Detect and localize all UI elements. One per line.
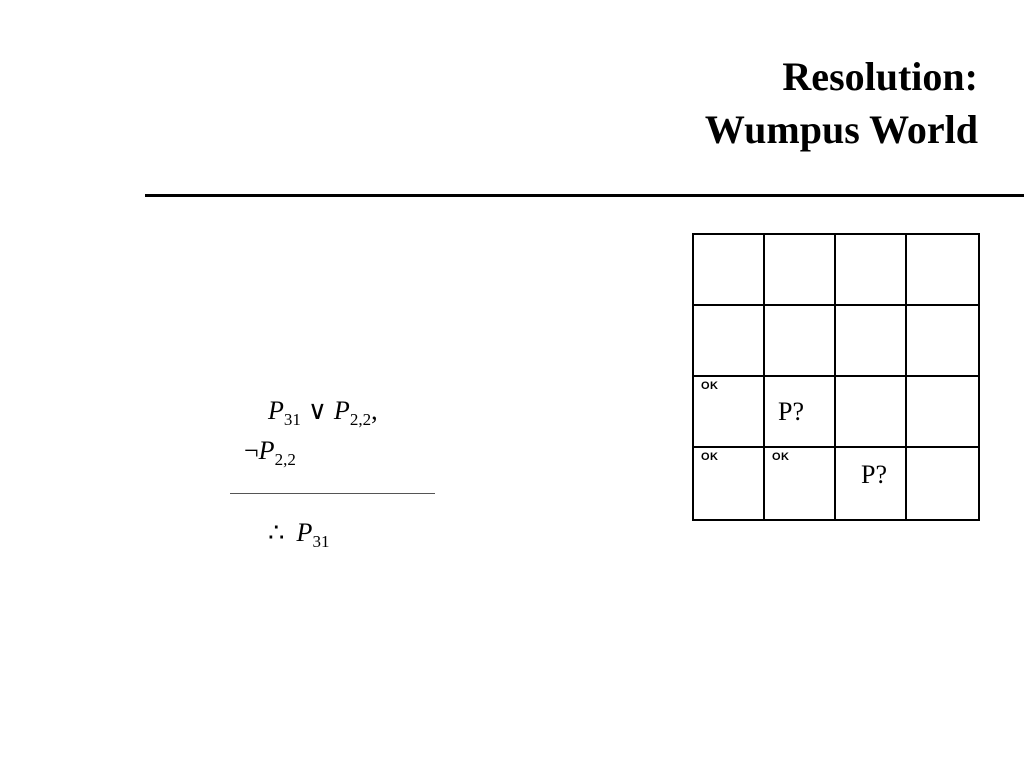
premise-1-literal-b-subscript: 2,2 [349, 410, 372, 429]
grid-cell: OK [694, 377, 765, 448]
slide-title-line-1: Resolution: [782, 54, 978, 99]
grid-cell: P? [765, 377, 836, 448]
therefore-symbol: ∴ [268, 518, 285, 547]
grid-cell [765, 235, 836, 306]
not-operator: ¬ [244, 436, 259, 465]
grid-cell [907, 235, 978, 306]
ok-marker: OK [772, 451, 790, 463]
grid-cell [907, 306, 978, 377]
grid-cell [907, 377, 978, 448]
title-divider [145, 194, 1024, 197]
conclusion-literal: P [296, 518, 313, 547]
grid-cell: P? [836, 448, 907, 519]
premise-1-literal-b: P [333, 396, 350, 425]
grid-cell [765, 306, 836, 377]
pit-marker: P? [778, 397, 804, 426]
premise-negation: ¬P2,2 [244, 436, 296, 470]
slide-title: Resolution: Wumpus World [705, 50, 978, 156]
or-operator: ∨ [307, 396, 327, 425]
grid-cell [907, 448, 978, 519]
wumpus-grid: OK P? OK OK P? [692, 233, 980, 521]
premise-disjunction: P31∨P2,2, [268, 396, 378, 430]
premise-1-literal-a-subscript: 31 [283, 410, 301, 429]
grid-cell [836, 306, 907, 377]
premise-2-literal-subscript: 2,2 [274, 450, 296, 469]
grid-cell [836, 377, 907, 448]
premise-2-literal: P [258, 436, 275, 465]
grid-cell [694, 306, 765, 377]
premise-1-literal-a: P [268, 396, 284, 425]
premise-1-comma: , [371, 396, 378, 425]
ok-marker: OK [701, 380, 719, 392]
slide-title-line-2: Wumpus World [704, 107, 978, 152]
grid-cell: OK [765, 448, 836, 519]
conclusion: ∴ P31 [268, 518, 329, 552]
conclusion-literal-subscript: 31 [312, 532, 330, 551]
inference-line [230, 493, 435, 494]
grid-cell [694, 235, 765, 306]
grid-cell: OK [694, 448, 765, 519]
grid-cell [836, 235, 907, 306]
ok-marker: OK [701, 451, 719, 463]
pit-marker: P? [861, 460, 887, 489]
